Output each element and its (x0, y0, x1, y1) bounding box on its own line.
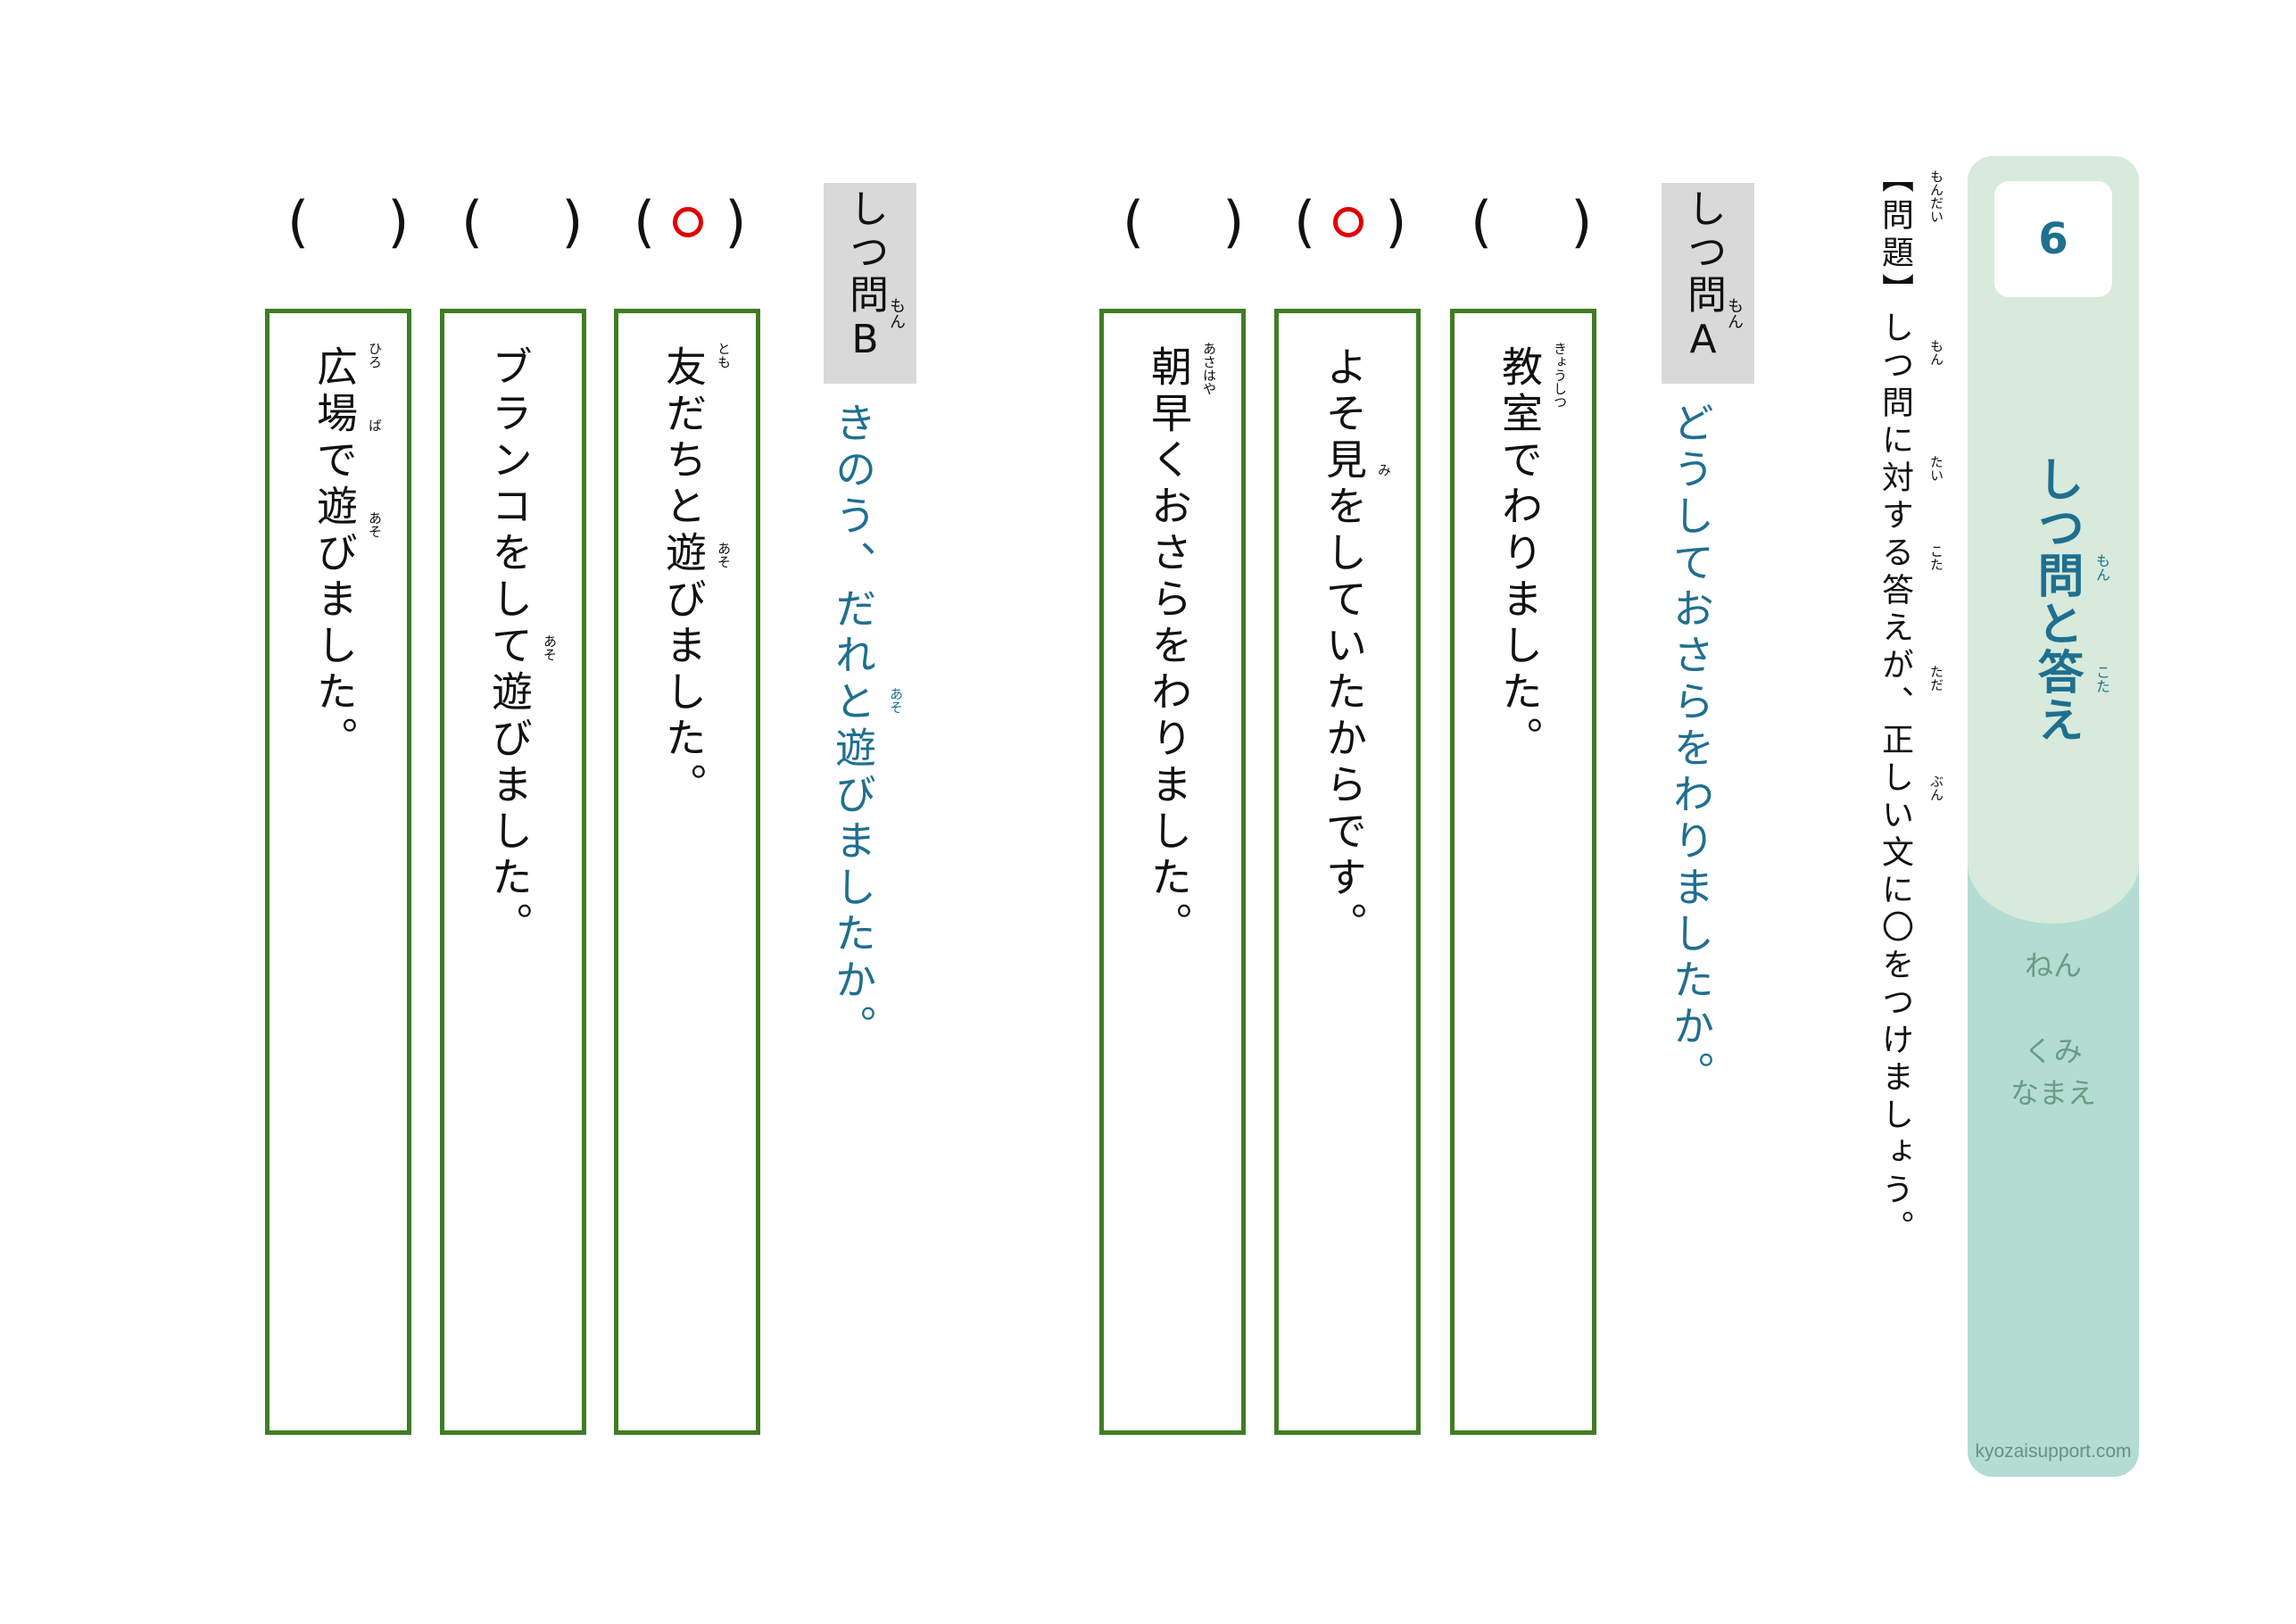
question-a-label-text: しつ問A (1680, 188, 1726, 366)
answer-a1-box: 教室でわりました。 きょうしつ (1450, 309, 1596, 1435)
worksheet-sidebar: 6 しつ問と答え もん こた ねん くみ なまえ kyozaisupport.c… (1968, 156, 2139, 1477)
answer-a3-mark[interactable]: () (1123, 189, 1245, 254)
answer-b2-box: ブランコをして遊びました。 あそ (440, 309, 586, 1435)
answer-a2-text: よそ見をしていたからです。 (1320, 345, 1368, 949)
answer-b2-mark[interactable]: () (461, 189, 584, 254)
question-a-text: どうしておさらをわりましたか。 (1667, 402, 1715, 1098)
answer-b3-ruby-aso: あそ (367, 511, 383, 538)
question-b-ruby: あそ (888, 687, 904, 714)
ruby-tai: たい (1928, 455, 1944, 482)
question-b-label-ruby: もん (887, 297, 906, 329)
ruby-bun: ぶん (1928, 775, 1944, 801)
answer-b1-ruby-tomo: とも (716, 342, 732, 369)
question-b-text: きのう、だれと遊びましたか。 (829, 402, 877, 1051)
answer-b3-text: 広場で遊びました。 (311, 345, 359, 763)
question-b-label-text: しつ問B (842, 188, 888, 366)
instruction-text: 【問題】しつ問に対する答えが、正しい文に〇をつけましょう。 (1877, 161, 1913, 1247)
answer-a2-ruby: み (1376, 463, 1392, 476)
title-ruby-kota: こた (2093, 665, 2110, 693)
worksheet-number: 6 (1994, 181, 2112, 297)
title-ruby-mon: もん (2093, 553, 2110, 582)
answer-b2-ruby: あそ (542, 634, 558, 661)
question-a-label-ruby: もん (1725, 297, 1744, 329)
answer-a2-box: よそ見をしていたからです。 み (1274, 309, 1421, 1435)
answer-b1-ruby-aso: あそ (716, 542, 732, 568)
grade-label: ねん (2024, 949, 2082, 982)
class-label: くみ (2024, 1034, 2083, 1068)
answer-b1-box: 友だちと遊びました。 とも あそ (614, 309, 760, 1435)
question-b-label: しつ問B もん (824, 183, 916, 384)
answer-a3-ruby: あさはや (1201, 342, 1217, 395)
question-a-label: しつ問A もん (1662, 183, 1754, 384)
answer-b3-mark[interactable]: () (287, 189, 410, 254)
answer-b2-text: ブランコをして遊びました。 (485, 345, 534, 949)
ruby-kota: こた (1928, 544, 1944, 571)
answer-a3-text: 朝早くおさらをわりました。 (1145, 345, 1193, 949)
site-credit: kyozaisupport.com (1975, 1441, 2132, 1462)
answer-b1-mark[interactable]: () (634, 189, 747, 254)
answer-b3-ruby-hiro: ひろ (367, 342, 383, 369)
worksheet-title: しつ問と答え (2029, 455, 2083, 744)
answer-b3-box: 広場で遊びました。 ひろ ば あそ (265, 309, 411, 1435)
answer-a1-mark[interactable]: () (1471, 189, 1593, 254)
ruby-tada: ただ (1928, 665, 1944, 692)
correct-circle-icon (673, 207, 704, 237)
answer-b3-ruby-ba: ば (367, 418, 383, 432)
name-label: なまえ (2010, 1076, 2096, 1110)
correct-circle-icon (1333, 207, 1364, 237)
answer-b1-text: 友だちと遊びました。 (659, 345, 708, 809)
answer-a2-mark[interactable]: () (1294, 189, 1407, 254)
answer-a1-text: 教室でわりました。 (1496, 345, 1544, 763)
ruby-mon: もん (1928, 339, 1944, 366)
answer-a3-box: 朝早くおさらをわりました。 あさはや (1099, 309, 1246, 1435)
ruby-mondai: もんだい (1928, 170, 1944, 223)
answer-a1-ruby: きょうしつ (1552, 342, 1568, 409)
